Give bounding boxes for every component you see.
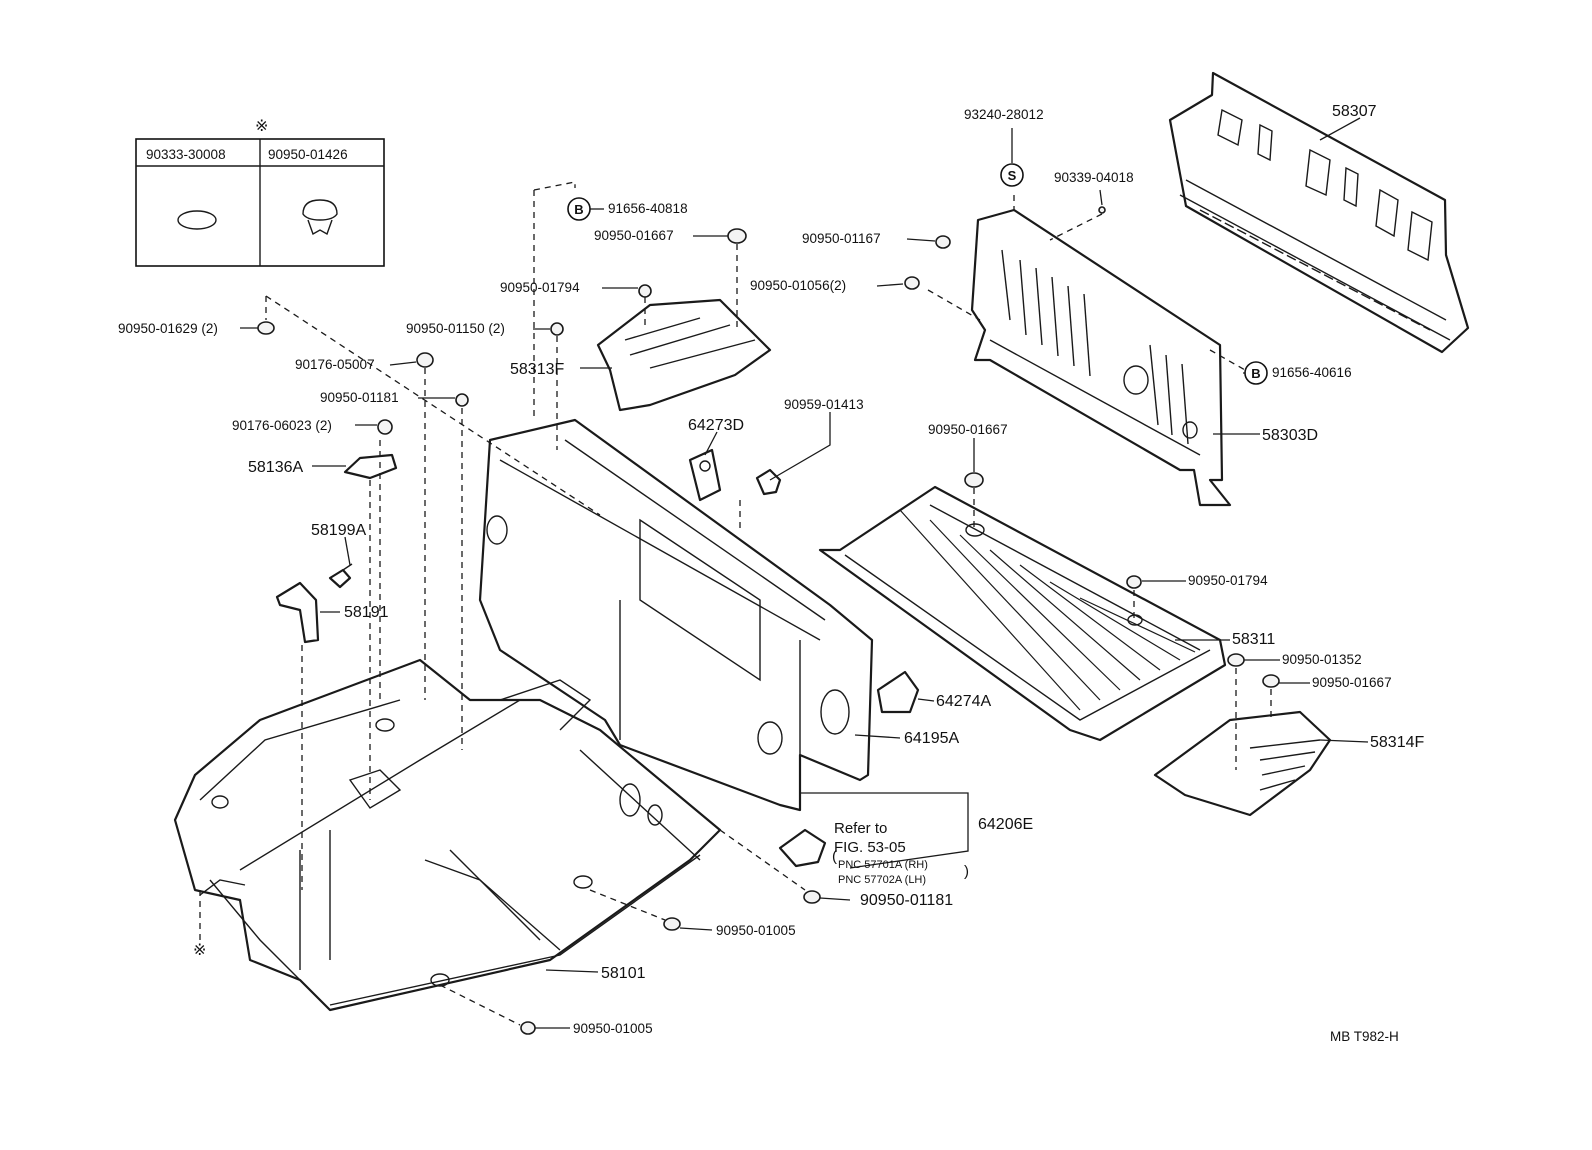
panel-58313F [596, 298, 772, 412]
fastener-90950-01667-b [964, 472, 984, 488]
label-58191: 58191 [344, 604, 389, 621]
label-pnc-rh: PNC 57701A (RH) [838, 859, 928, 871]
label-90950-01150: 90950-01150 (2) [406, 321, 505, 336]
leader-lines [240, 117, 1369, 1029]
part-58191 [275, 581, 320, 644]
label-refer-fig: FIG. 53-05 [834, 839, 906, 856]
svg-text:B: B [1251, 366, 1260, 381]
diagram-code: MB T982-H [1330, 1029, 1399, 1044]
label-90176-05007: 90176-05007 [295, 357, 375, 372]
label-90950-01794-b: 90950-01794 [1188, 573, 1268, 588]
label-93240-28012: 93240-28012 [964, 107, 1044, 122]
panel-58307 [1168, 71, 1470, 354]
label-bottom-mark: ※ [193, 942, 206, 959]
plug-icon [177, 210, 217, 230]
fastener-90950-01629 [257, 321, 275, 335]
clip-icon [302, 199, 338, 236]
label-90950-01167: 90950-01167 [802, 231, 881, 246]
paren-left: ( [832, 848, 837, 865]
label-91656-40616: 91656-40616 [1272, 365, 1352, 380]
legend-table: ※ 90333-30008 90950-01426 [135, 118, 385, 267]
label-58314F: 58314F [1370, 734, 1424, 751]
fastener-90339-04018 [1098, 206, 1106, 214]
legend-mark: ※ [255, 118, 268, 135]
circle-B-2: B [1244, 361, 1268, 385]
panel-58101 [173, 658, 722, 1012]
label-90176-06023: 90176-06023 (2) [232, 418, 332, 433]
fastener-90950-01005-b [520, 1021, 536, 1035]
svg-text:S: S [1008, 168, 1017, 183]
label-90950-01629: 90950-01629 (2) [118, 321, 218, 336]
label-58311: 58311 [1232, 631, 1275, 648]
fastener-90950-01794-b [1126, 575, 1142, 589]
panel-58303D [970, 208, 1232, 507]
fastener-90176-06023 [377, 419, 393, 435]
label-90950-01181-a: 90950-01181 [320, 390, 399, 405]
label-90950-01005-a: 90950-01005 [716, 923, 796, 938]
legend-col1-label: 90333-30008 [146, 147, 226, 162]
label-90950-01352: 90950-01352 [1282, 652, 1362, 667]
svg-text:B: B [574, 202, 583, 217]
fastener-90950-01352 [1227, 653, 1245, 667]
label-64273D: 64273D [688, 417, 744, 434]
fasteners [257, 206, 1280, 1035]
label-64206E: 64206E [978, 816, 1033, 833]
label-58136A: 58136A [248, 459, 303, 476]
legend-col2-label: 90950-01426 [268, 147, 348, 162]
label-90950-01667-c: 90950-01667 [1312, 675, 1392, 690]
fastener-90950-01667-a [727, 228, 747, 244]
part-64206E-bracket [778, 828, 827, 868]
panel-64195A [478, 418, 874, 812]
label-90339-04018: 90339-04018 [1054, 170, 1134, 185]
label-58101: 58101 [601, 965, 646, 982]
label-refer-to: Refer to [834, 820, 887, 837]
label-90959-01413: 90959-01413 [784, 397, 864, 412]
fastener-90950-01181-b [803, 890, 821, 904]
label-58307: 58307 [1332, 103, 1377, 120]
paren-right: ) [964, 863, 969, 880]
label-90950-01056: 90950-01056(2) [750, 278, 846, 293]
fastener-90176-05007 [416, 352, 434, 368]
part-90959-01413 [755, 468, 782, 496]
part-58136A [343, 453, 398, 480]
fastener-90950-01167 [935, 235, 951, 249]
label-90950-01667-a: 90950-01667 [594, 228, 674, 243]
panel-58314F [1153, 710, 1332, 817]
fastener-90950-01794-a [638, 284, 652, 298]
fastener-90950-01667-c [1262, 674, 1280, 688]
panel-58311 [818, 485, 1227, 742]
part-58199A [328, 563, 353, 589]
reference-lines [199, 181, 1272, 1026]
circle-B-1: B [567, 197, 591, 221]
label-58199A: 58199A [311, 522, 366, 539]
label-90950-01667-b: 90950-01667 [928, 422, 1008, 437]
part-labels: 91656-40818 90950-01667 90950-01794 9095… [118, 103, 1424, 1044]
label-pnc-lh: PNC 57702A (LH) [838, 874, 926, 886]
label-90950-01181-b: 90950-01181 [860, 892, 953, 909]
part-64274A [876, 670, 920, 714]
label-64274A: 64274A [936, 693, 991, 710]
label-58303D: 58303D [1262, 427, 1318, 444]
fastener-90950-01181-a [455, 393, 469, 407]
label-91656-40818: 91656-40818 [608, 201, 688, 216]
part-64273D [688, 448, 722, 502]
label-90950-01005-b: 90950-01005 [573, 1021, 653, 1036]
label-64195A: 64195A [904, 730, 959, 747]
fastener-90950-01005-a [663, 917, 681, 931]
label-58313F: 58313F [510, 361, 564, 378]
fastener-90950-01056 [904, 276, 920, 290]
label-90950-01794-a: 90950-01794 [500, 280, 580, 295]
circle-S: S [1000, 163, 1024, 187]
fastener-90950-01150 [550, 322, 564, 336]
